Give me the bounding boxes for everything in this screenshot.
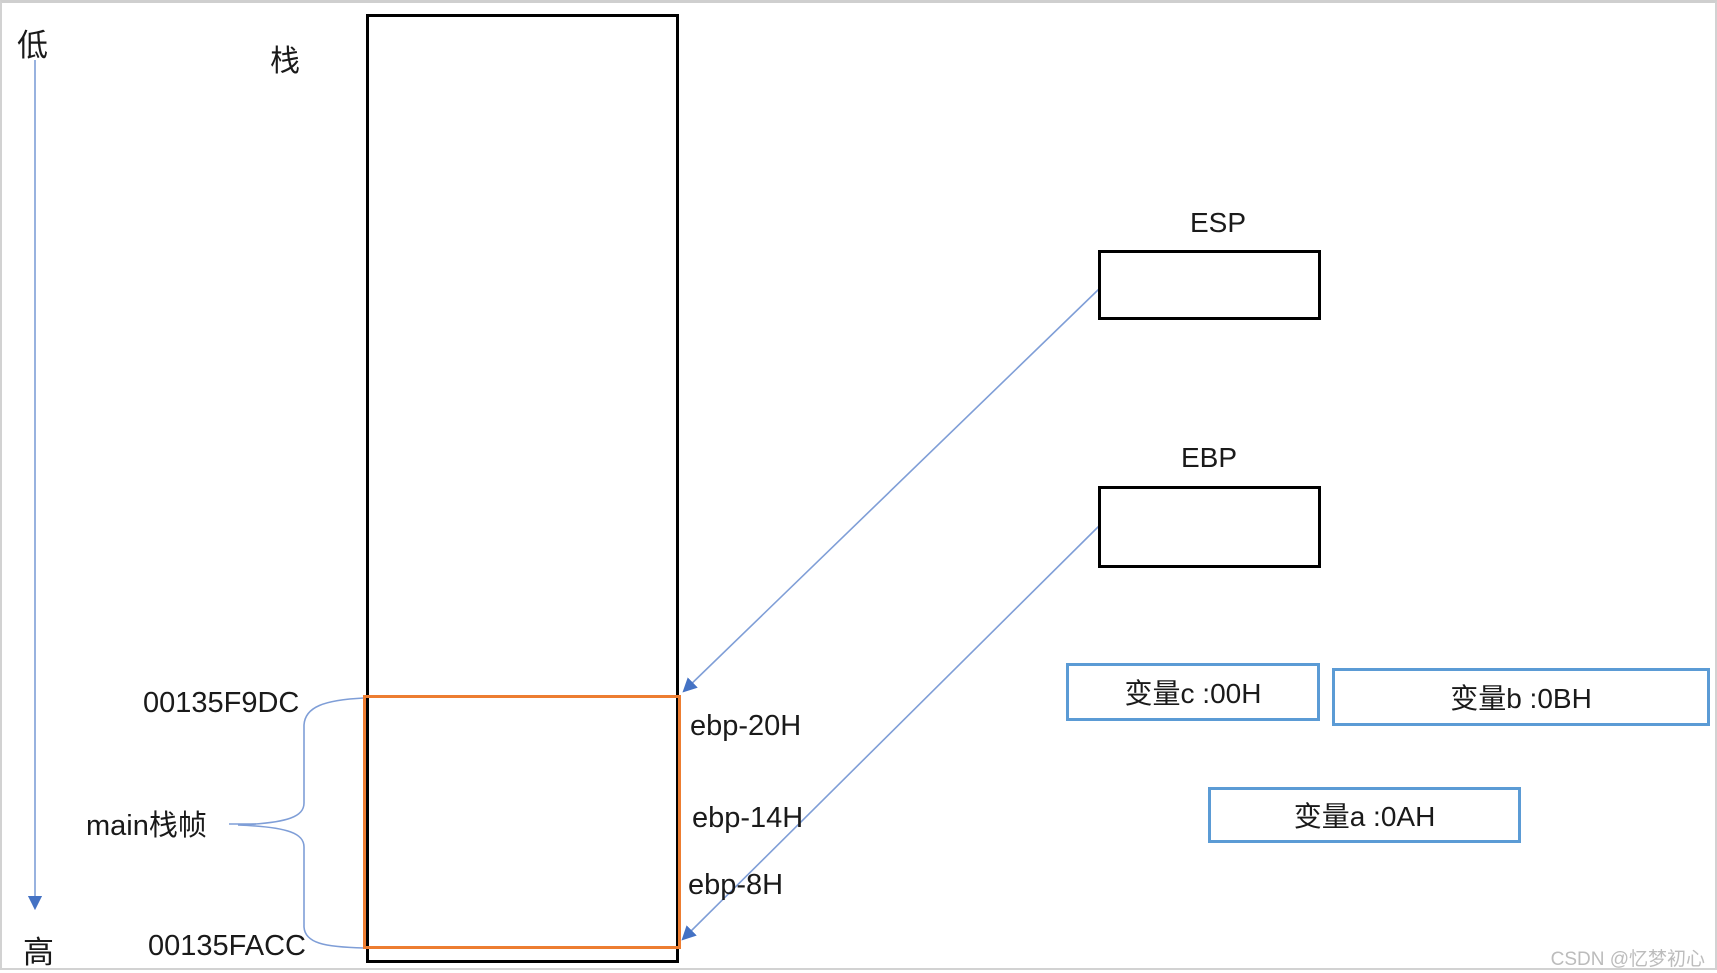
variable-c-box: 变量c :00H xyxy=(1066,663,1320,721)
variable-a-label: 变量a :0AH xyxy=(1293,801,1436,832)
label-main-stack-frame: main栈帧 xyxy=(86,810,207,842)
variable-b-box: 变量b :0BH xyxy=(1332,668,1710,726)
label-low-address: 低 xyxy=(17,28,48,63)
label-offset-ebp-8h: ebp-8H xyxy=(688,869,784,901)
variable-b-label: 变量b :0BH xyxy=(1450,683,1592,714)
label-offset-ebp-20h: ebp-20H xyxy=(690,710,802,742)
label-address-frame-bottom: 00135FACC xyxy=(148,930,306,962)
label-ebp-register: EBP xyxy=(1181,442,1238,473)
esp-pointer-arrow xyxy=(682,288,1100,693)
label-offset-ebp-14h: ebp-14H xyxy=(692,802,804,834)
label-esp-register: ESP xyxy=(1190,207,1247,238)
main-frame-rect xyxy=(363,695,681,949)
label-address-frame-top: 00135F9DC xyxy=(143,687,300,719)
label-stack: 栈 xyxy=(270,45,300,78)
label-high-address: 高 xyxy=(23,935,54,970)
stack-rect xyxy=(366,14,679,963)
ebp-register-box xyxy=(1098,486,1321,568)
main-frame-brace xyxy=(237,697,365,949)
esp-register-box xyxy=(1098,250,1321,320)
variable-a-box: 变量a :0AH xyxy=(1208,787,1521,843)
variable-c-label: 变量c :00H xyxy=(1124,678,1262,709)
csdn-watermark: CSDN @忆梦初心 xyxy=(1550,949,1705,970)
